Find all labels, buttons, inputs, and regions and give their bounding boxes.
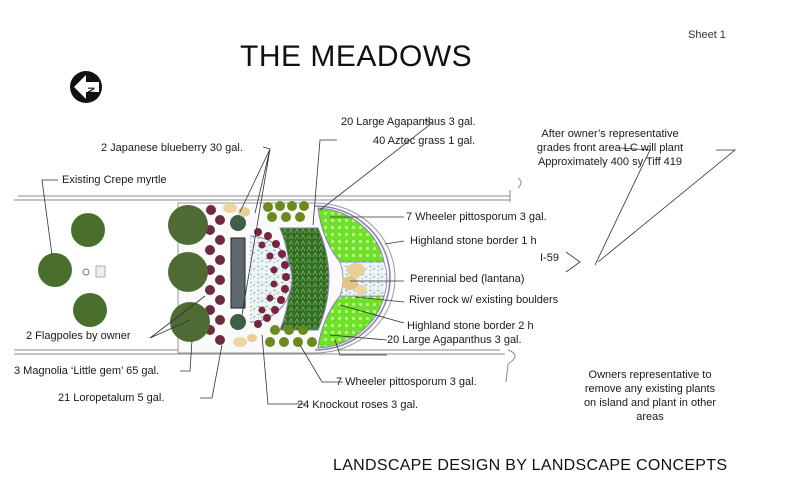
owner-note-line-1: Owners representative to [588,369,712,381]
callout-existing-crepe-myrtle: Existing Crepe myrtle [62,174,167,186]
callout-flagpoles: 2 Flagpoles by owner [26,330,131,342]
designer-credit: LANDSCAPE DESIGN BY LANDSCAPE CONCEPTS [333,457,728,474]
sod-note-line-3: Approximately 400 sy Tiff 419 [537,156,683,168]
callout-river-rock: River rock w/ existing boulders [409,294,559,306]
crepe-myrtles [38,213,107,327]
callout-knockout-roses: 24 Knockout roses 3 gal. [297,399,419,411]
road-label-i59: I-59 [540,252,559,264]
callout-japanese-blueberry: 2 Japanese blueberry 30 gal. [101,142,243,154]
callout-loropetalum: 21 Loropetalum 5 gal. [58,392,165,404]
callout-perennial-bed: Perennial bed (lantana) [410,273,525,285]
owner-note-line-4: areas [636,411,664,423]
wheeler-pittosporum [263,201,317,347]
owner-note-line-3: on island and plant in other [583,397,717,409]
callout-highland-border-2h: Highland stone border 2 h [407,320,534,332]
magnolia-trees [168,205,210,342]
callout-aztec-grass: 40 Aztec grass 1 gal. [373,135,476,147]
sod-note: After owner’s representative grades fron… [510,127,710,169]
sheet-number: Sheet 1 [688,29,726,41]
svg-text:N: N [86,87,96,94]
sod-note-line-1: After owner’s representative [541,128,679,140]
page-title: THE MEADOWS [240,40,473,73]
callout-wheeler-pittosporum-bottom: 7 Wheeler pittosporum 3 gal. [336,376,477,388]
callout-highland-border-1h: Highland stone border 1 h [410,235,537,247]
callout-magnolia: 3 Magnolia ‘Little gem’ 65 gal. [14,365,160,377]
sod-note-line-2: grades front area LC will plant [536,142,684,154]
north-arrow-icon: N [70,71,102,103]
callout-wheeler-pittosporum-top: 7 Wheeler pittosporum 3 gal. [406,211,547,223]
callout-large-agapanthus-top: 20 Large Agapanthus 3 gal. [341,116,476,128]
owner-note: Owners representative to remove any exis… [570,368,730,424]
callout-large-agapanthus-bottom: 20 Large Agapanthus 3 gal. [387,334,522,346]
owner-note-line-2: remove any existing plants [584,383,716,395]
